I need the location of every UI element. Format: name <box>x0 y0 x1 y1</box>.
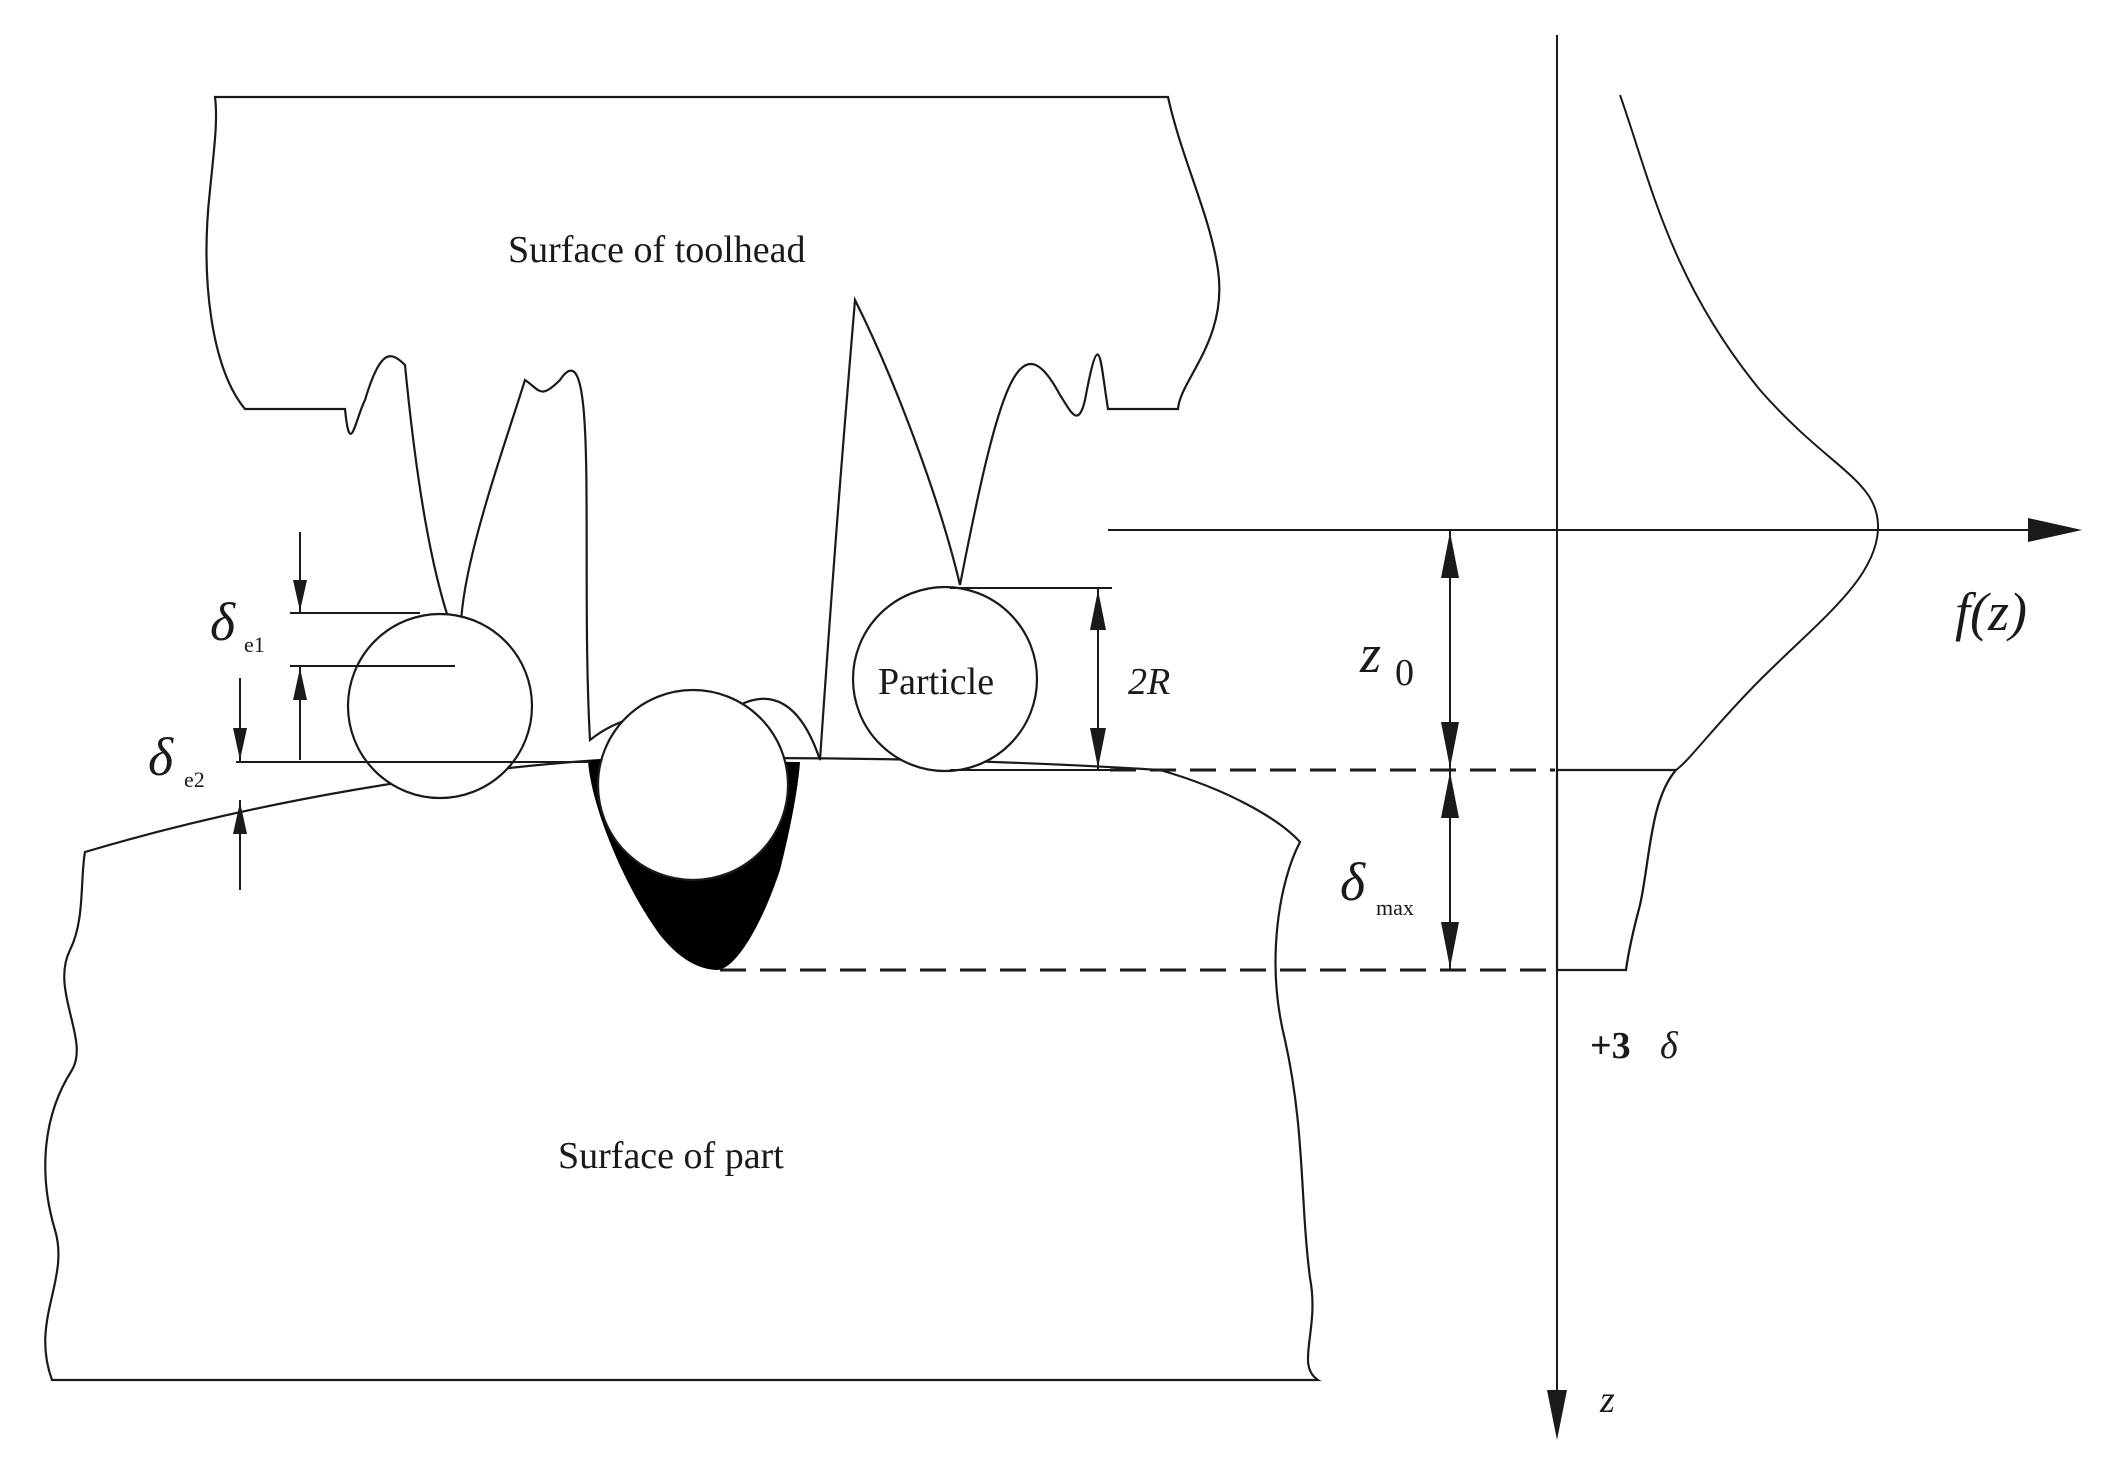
toolhead-label: Surface of toolhead <box>508 229 806 271</box>
delta-e1-symbol: δ <box>210 592 236 652</box>
z-axis-arrow <box>1547 1390 1567 1440</box>
particle-label: Particle <box>878 661 994 703</box>
particle <box>851 585 1039 773</box>
z0-arrow-bottom <box>1441 722 1459 768</box>
fz-label: f(z) <box>1955 582 2027 642</box>
embedded-particle <box>596 688 790 882</box>
part-label: Surface of part <box>558 1135 784 1177</box>
plus-three-label: +3 <box>1590 1025 1631 1067</box>
z0-subscript: 0 <box>1395 652 1414 694</box>
delta-max-subscript: max <box>1376 895 1414 920</box>
delta-e2-symbol: δ <box>148 727 174 787</box>
two-r-label: 2R <box>1128 661 1170 703</box>
delta-e2-subscript: e2 <box>184 767 205 792</box>
delta-max-arrow-top <box>1441 772 1459 818</box>
plus-three-delta: δ <box>1660 1025 1679 1067</box>
delta-e1-arrow-bot <box>293 668 307 700</box>
delta-e1-subscript: e1 <box>244 632 265 657</box>
delta-e2-arrow-top <box>233 728 247 760</box>
distribution-curve <box>1619 94 1880 971</box>
z0-arrow-top <box>1441 532 1459 578</box>
delta-max-symbol: δ <box>1340 852 1366 912</box>
delta-e2-arrow-bot <box>233 802 247 834</box>
fz-axis-arrow <box>2028 518 2082 542</box>
delta-max-arrow-bottom <box>1441 922 1459 968</box>
z0-symbol: z <box>1359 624 1381 684</box>
z-axis-label: z <box>1599 1379 1615 1421</box>
two-r-arrow-bottom <box>1090 728 1106 768</box>
toolhead-surface <box>205 95 1221 761</box>
left-particle <box>346 612 534 800</box>
delta-e1-arrow-top <box>293 580 307 611</box>
two-r-arrow-top <box>1090 590 1106 630</box>
distribution-tail <box>1555 768 1679 972</box>
